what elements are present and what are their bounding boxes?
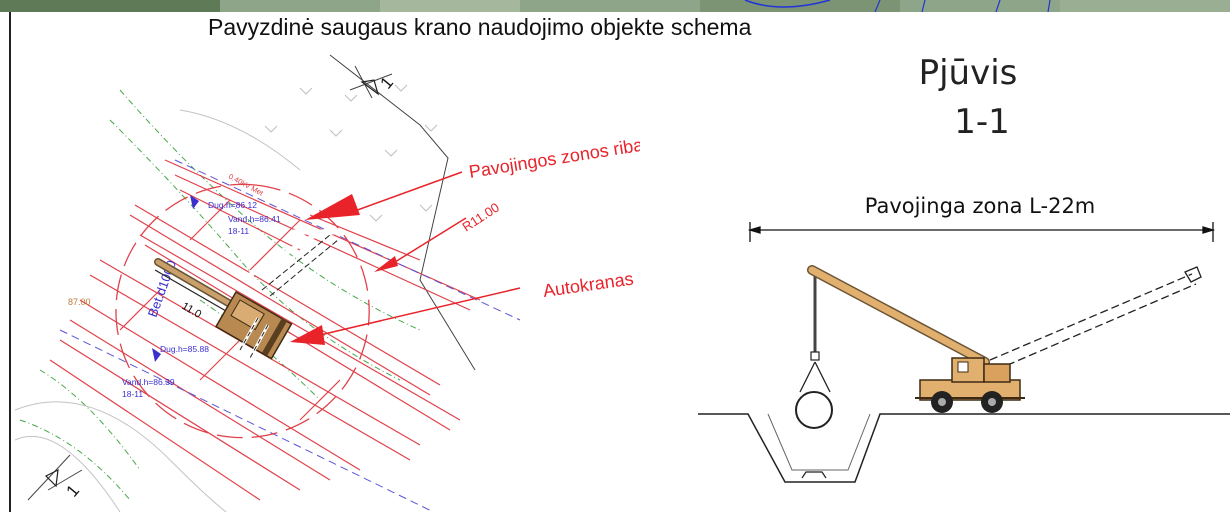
ground-profile <box>698 413 1230 483</box>
crane-boom-working <box>807 265 990 367</box>
section-title: Pjūvis <box>919 53 1018 93</box>
side-level-label: 87.00 <box>68 297 91 307</box>
crane-boom-ghost <box>989 266 1202 371</box>
grass-symbols <box>264 84 438 222</box>
zone-dimension-line <box>747 222 1216 242</box>
zone-label: Pavojinga zona L-22m <box>865 194 1096 218</box>
svg-text:Vand.h=86.39: Vand.h=86.39 <box>122 377 175 387</box>
map-background-strip <box>0 0 1230 12</box>
road-red-lines <box>49 159 481 501</box>
section-cut-line <box>27 54 476 501</box>
suspended-pipe <box>795 272 833 429</box>
trench-base <box>801 471 827 479</box>
svg-text:Dug.h=86.12: Dug.h=86.12 <box>208 200 257 210</box>
frame-border <box>9 12 11 512</box>
well-marker-bottom: Dug.h=85.88 Vand.h=86.39 18-11 <box>122 344 209 399</box>
trench-inner <box>767 413 871 471</box>
svg-text:18-11: 18-11 <box>122 389 143 399</box>
danger-zone-circle <box>115 183 370 439</box>
svg-text:Vand.h=86.41: Vand.h=86.41 <box>228 214 281 224</box>
well-marker-top: Dug.h=86.12 Vand.h=86.41 18-11 <box>190 195 281 236</box>
svg-text:Dug.h=85.88: Dug.h=85.88 <box>160 344 209 354</box>
section-arrow-bottom <box>44 468 59 488</box>
blue-dashed-lines <box>59 159 521 512</box>
crane-truck <box>915 357 1025 413</box>
section-arrow-top <box>360 79 380 96</box>
page-title: Pavyzdinė saugaus krano naudojimo objekt… <box>208 14 752 40</box>
svg-text:18-11: 18-11 <box>228 226 249 236</box>
section-number: 1-1 <box>954 102 1010 142</box>
plan-arrows <box>290 171 521 345</box>
grey-contours <box>14 109 301 512</box>
site-plan: 1 1 <box>14 54 640 512</box>
